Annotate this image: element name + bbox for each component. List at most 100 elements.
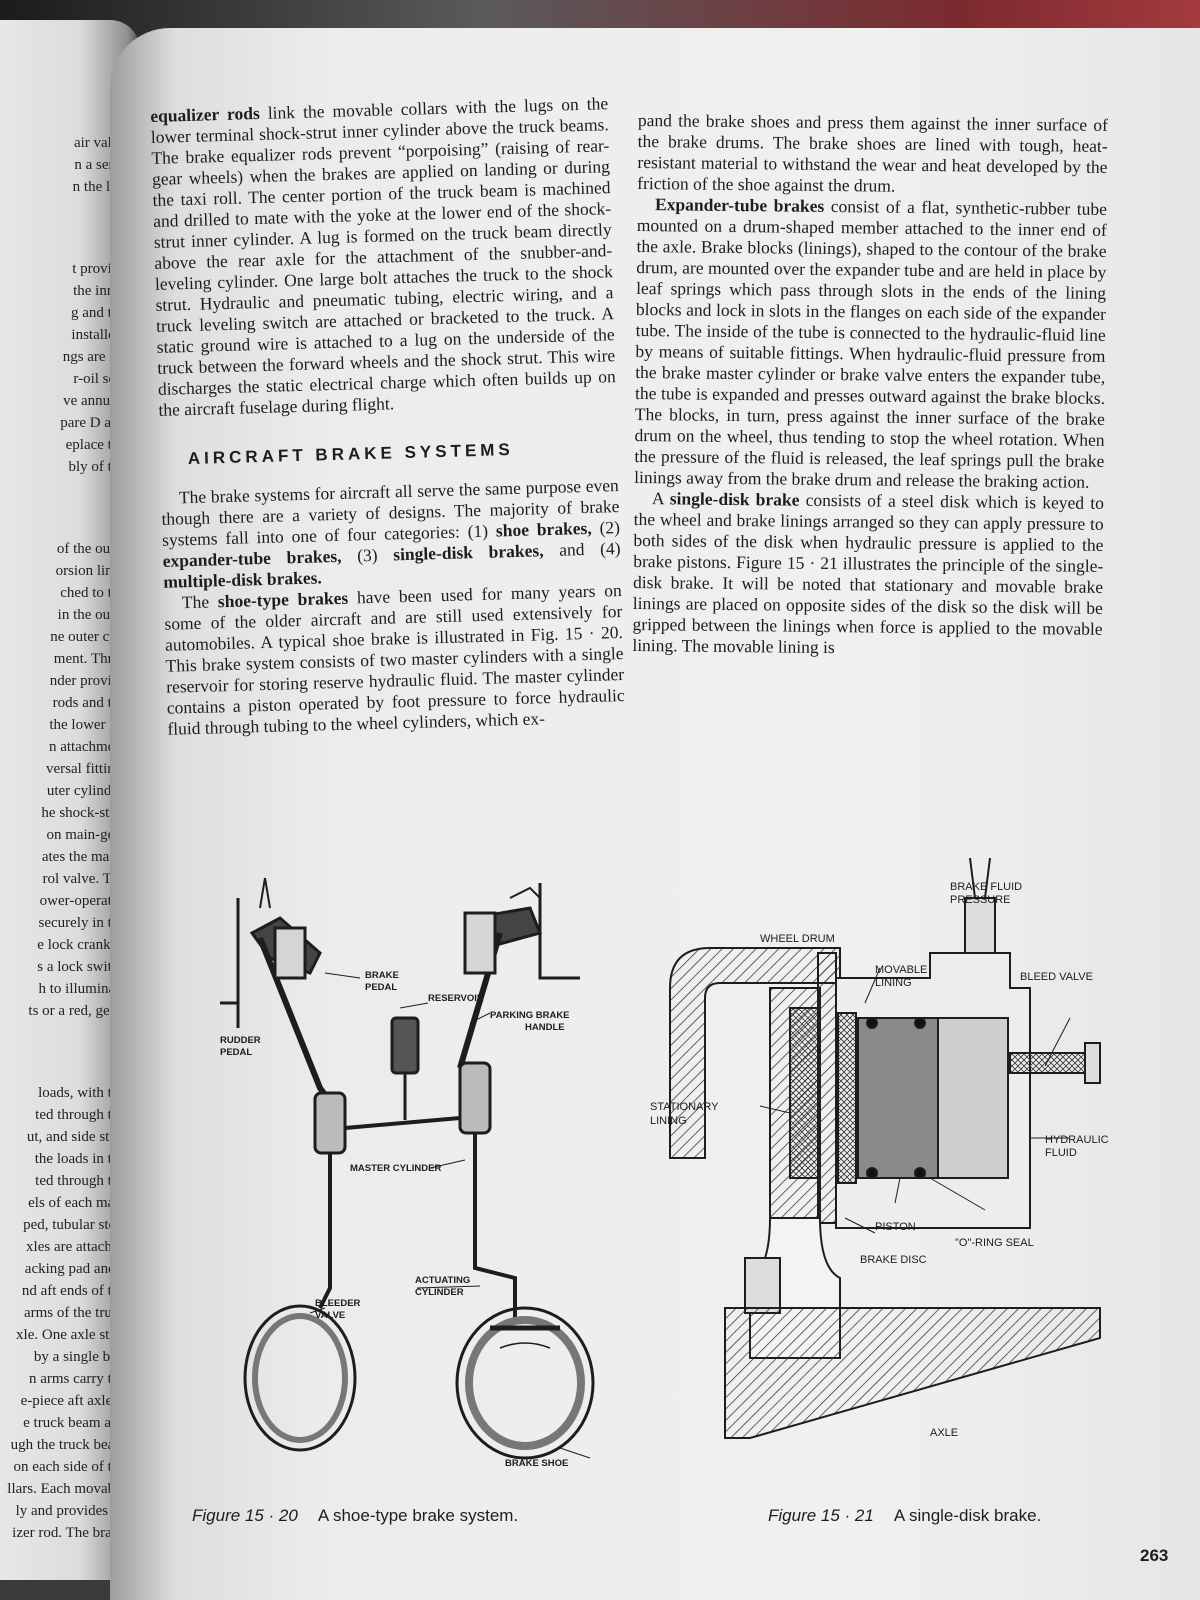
- hydraulic-fluid: [937, 1017, 1009, 1179]
- left-page-line: acking pad and a: [24, 1261, 126, 1277]
- left-page-line: in the outer: [57, 607, 126, 623]
- label-bleeder-2: VALVE: [315, 1310, 345, 1321]
- right-handle-rod: [538, 883, 580, 980]
- left-brake-line: [318, 1153, 332, 1309]
- label-brake-pedal-2: PEDAL: [365, 982, 397, 993]
- left-page-line: h to illuminate: [38, 981, 127, 997]
- label-rudder-pedal-2: PEDAL: [220, 1047, 252, 1058]
- reservoir-tank: [390, 1016, 420, 1075]
- figure-shoe-brake-system: BRAKE PEDAL RUDDER PEDAL RESERVOIR PARKI…: [160, 838, 630, 1478]
- left-page-line: izer rod. The brake: [12, 1525, 126, 1541]
- left-page-line: ted through the: [35, 1173, 126, 1189]
- term-equalizer-rods: equalizer rods: [150, 102, 261, 126]
- label-hydraulic-1: HYDRAULIC: [1045, 1134, 1109, 1146]
- shoe-brake-diagram: BRAKE PEDAL RUDDER PEDAL RESERVOIR PARKI…: [220, 877, 595, 1469]
- left-page-line: els of each main: [28, 1195, 126, 1211]
- left-page-line: on main-gear: [46, 827, 126, 843]
- label-rudder-pedal-1: RUDDER: [220, 1035, 261, 1046]
- movable-lining: [837, 1012, 857, 1184]
- left-page-line: nd aft ends of the: [21, 1283, 126, 1299]
- left-page-line: ched to the: [60, 585, 126, 601]
- stationary-lining: [789, 1007, 819, 1179]
- label-hydraulic-2: FLUID: [1045, 1147, 1077, 1159]
- label-reservoir: RESERVOIR: [428, 993, 484, 1004]
- left-page-line: xles are attached: [26, 1239, 126, 1255]
- text-column-right: pand the brake shoes and press them agai…: [632, 110, 1108, 661]
- label-master-cylinder: MASTER CYLINDER: [350, 1163, 441, 1174]
- left-page-line: ted through the: [35, 1107, 126, 1123]
- label-movable-1: MOVABLE: [875, 964, 927, 976]
- brake-disc: [817, 952, 837, 1224]
- left-page-line: ut, and side strut: [26, 1129, 126, 1145]
- left-page-line: uter cylinder.: [46, 783, 126, 799]
- label-axle: AXLE: [930, 1427, 958, 1439]
- label-stationary-2: LINING: [650, 1115, 687, 1127]
- fluid-inlet: [964, 897, 996, 954]
- single-disk-diagram: BRAKE FLUID PRESSURE WHEEL DRUM MOVABLE …: [650, 857, 1109, 1439]
- bleed-valve: [1009, 1052, 1086, 1074]
- paragraph-expander-tube: Expander-tube brakes consist of a flat, …: [634, 194, 1108, 492]
- left-page-line: e-piece aft axle is: [20, 1393, 126, 1409]
- left-page-line: e lock crank to: [37, 937, 126, 953]
- right-brake-line: [473, 1133, 517, 1318]
- paragraph-brake-intro: The brake systems for aircraft all serve…: [161, 475, 621, 592]
- piston: [857, 1017, 939, 1179]
- right-brake-drum: [455, 1306, 595, 1460]
- paragraph-equalizer-rods: equalizer rods link the movable collars …: [150, 93, 617, 420]
- left-page-line: the lower in-: [49, 717, 126, 733]
- left-brake-drum: [243, 1304, 357, 1452]
- left-page-line: versal fitting.: [46, 761, 126, 777]
- left-page-line: xle. One axle strut: [16, 1327, 126, 1343]
- right-page: equalizer rods link the movable collars …: [110, 28, 1200, 1600]
- label-parking-brake-2: HANDLE: [525, 1022, 565, 1033]
- label-stationary-1: STATIONARY: [650, 1101, 719, 1113]
- left-page-line: nder provide: [49, 673, 126, 689]
- label-fluid-pressure-1: BRAKE FLUID: [950, 881, 1022, 893]
- figure-single-disk-brake: BRAKE FLUID PRESSURE WHEEL DRUM MOVABLE …: [640, 838, 1120, 1478]
- left-page-line: ts or a red, gear-: [28, 1003, 126, 1019]
- label-fluid-pressure-2: PRESSURE: [950, 894, 1011, 906]
- left-page-line: ower-operated: [39, 893, 126, 909]
- left-page-line: rods and the: [52, 695, 126, 711]
- label-actuating-2: CYLINDER: [415, 1287, 464, 1298]
- left-page-line: ugh the truck beam: [10, 1437, 126, 1453]
- label-wheel-drum: WHEEL DRUM: [760, 933, 835, 945]
- left-page-line: llars. Each movable: [7, 1481, 126, 1497]
- left-page-line: ped, tubular steel: [23, 1217, 126, 1233]
- label-parking-brake-1: PARKING BRAKE: [490, 1010, 570, 1021]
- paragraph-shoe-brakes: The shoe-type brakes have been used for …: [164, 580, 625, 739]
- left-page-line: ne outer cyl-: [50, 629, 126, 645]
- right-master-cylinder: [458, 1061, 492, 1135]
- left-page-line: pare D and: [60, 415, 126, 431]
- left-page-line: ly and provides an: [15, 1503, 126, 1519]
- left-page-line: ates the main-: [41, 849, 126, 865]
- label-bleed-valve: BLEED VALVE: [1020, 971, 1093, 983]
- page-number: 263: [1140, 1546, 1169, 1565]
- label-brake-shoe: BRAKE SHOE: [505, 1458, 568, 1469]
- left-page-line: arms of the truck: [23, 1305, 126, 1321]
- left-page-line: on each side of the: [13, 1459, 126, 1475]
- left-page-line: n arms carry the: [28, 1371, 126, 1387]
- left-page-line: orsion links: [55, 563, 126, 579]
- left-page-line: s a lock switch: [37, 959, 126, 975]
- label-piston: PISTON: [875, 1221, 916, 1233]
- text-column-left: equalizer rods link the movable collars …: [150, 93, 626, 740]
- left-page-line: ment. Three: [53, 651, 126, 667]
- left-page-line: the loads in the: [34, 1151, 126, 1167]
- left-page-line: loads, with the: [38, 1085, 126, 1101]
- label-brake-disc: BRAKE DISC: [860, 1254, 927, 1266]
- label-movable-2: LINING: [875, 977, 912, 989]
- brake-shoe-ring: [465, 1316, 585, 1450]
- paragraph-single-disk: A single-disk brake consists of a steel …: [632, 488, 1105, 658]
- left-page-line: securely in the: [38, 915, 126, 931]
- left-page-line: by a single bolt: [33, 1349, 126, 1365]
- left-master-cylinder: [313, 1091, 347, 1155]
- paragraph-shoe-continued: pand the brake shoes and press them agai…: [637, 110, 1108, 196]
- left-page-line: he shock-strut: [41, 805, 126, 821]
- axle-nut: [744, 1257, 781, 1314]
- left-page-line: e truck beam and: [23, 1415, 126, 1431]
- left-page-line: rol valve. The: [42, 871, 126, 887]
- label-brake-pedal-1: BRAKE: [365, 970, 399, 981]
- left-page-line: n attachment: [48, 739, 126, 755]
